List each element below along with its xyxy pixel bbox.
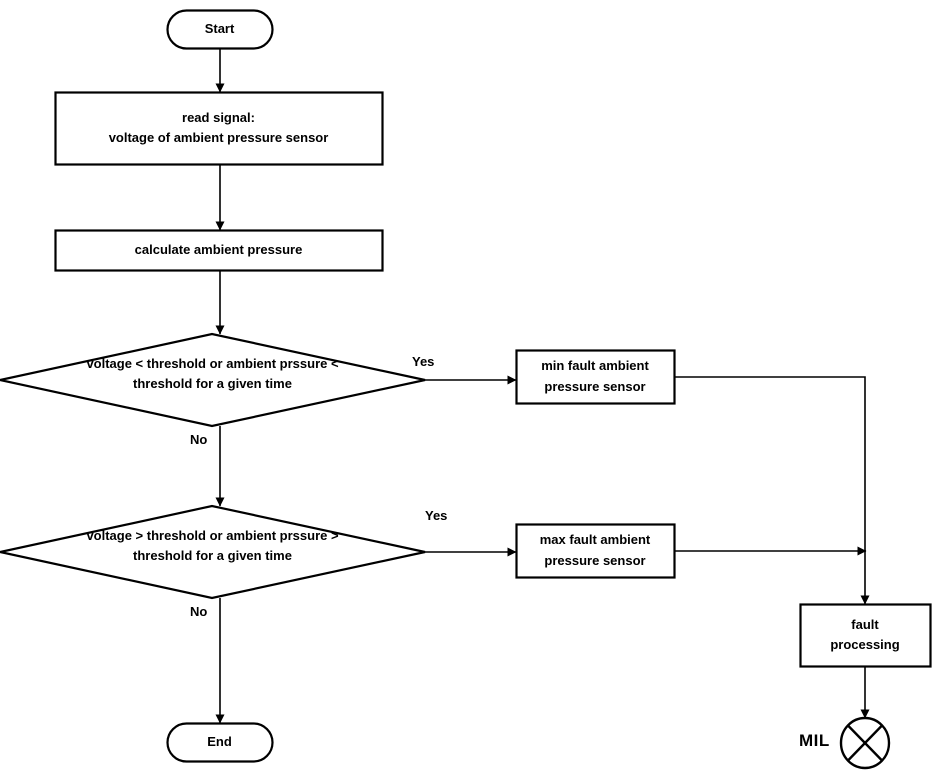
decision-min-node-shape[interactable] <box>0 332 426 428</box>
mil-label: MIL <box>799 731 830 750</box>
end-node-shape[interactable] <box>166 722 274 763</box>
decision-max-node-shape[interactable] <box>0 504 426 600</box>
start-node-shape[interactable] <box>166 9 274 50</box>
mil-lamp-icon[interactable] <box>839 716 891 770</box>
edge-label-yes-min: Yes <box>412 354 435 369</box>
calculate-node-shape[interactable] <box>54 229 384 272</box>
max-fault-node-shape[interactable] <box>515 523 676 579</box>
edge-min-fault-to-fault-processing <box>674 376 870 605</box>
read-signal-node-shape[interactable] <box>54 91 384 166</box>
min-fault-node-shape[interactable] <box>515 349 676 405</box>
edge-label-yes-max: Yes <box>425 508 448 523</box>
edge-label-no-max: No <box>190 604 208 619</box>
fault-processing-node-shape[interactable] <box>799 603 932 668</box>
edge-label-no-min: No <box>190 432 208 447</box>
